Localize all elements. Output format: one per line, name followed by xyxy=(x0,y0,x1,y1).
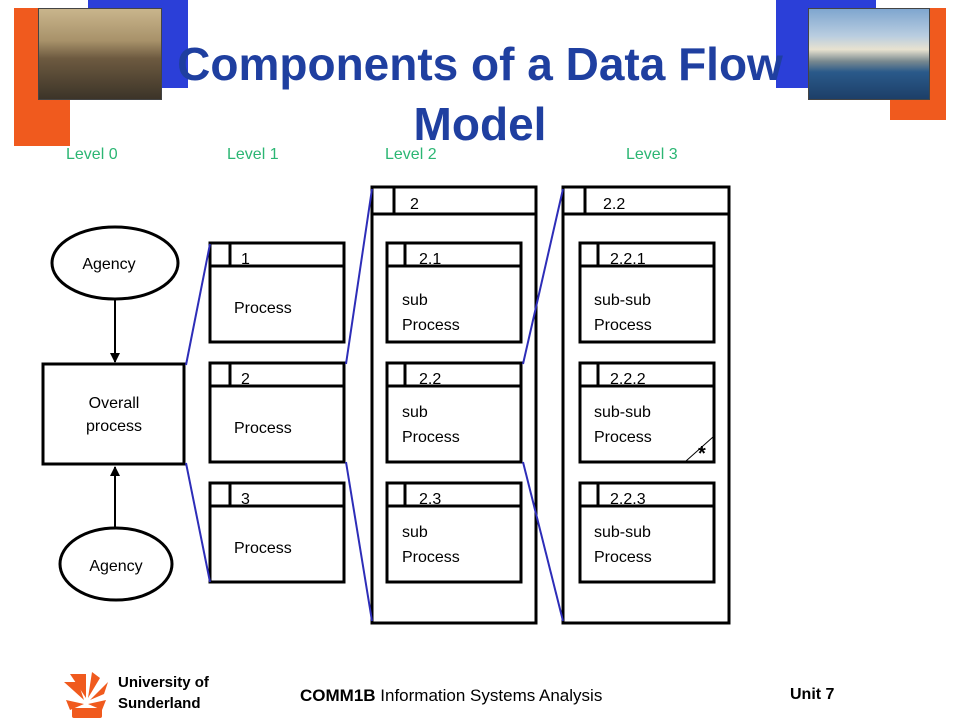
university-line-2: Sunderland xyxy=(118,695,201,712)
course-title: COMM1B Information Systems Analysis xyxy=(300,686,602,706)
connector-l1-l2-bottom xyxy=(345,461,373,622)
level-1-group: 1 Process 2 Process 3 Process xyxy=(208,241,346,584)
process-label-line1: sub xyxy=(402,524,428,541)
process-box: 2.2.3 sub-sub Process xyxy=(578,481,716,584)
process-id: 2.2 xyxy=(419,371,441,388)
agency-bottom-label: Agency xyxy=(89,558,142,575)
level-3-frame xyxy=(561,185,731,625)
overall-process-line1: Overall xyxy=(89,395,140,412)
process-label: Process xyxy=(234,420,292,437)
photo-left xyxy=(38,8,162,100)
process-id: 2.3 xyxy=(419,491,441,508)
expansion-connectors xyxy=(185,188,564,622)
slide-title: Components of a Data Flow Model xyxy=(0,34,960,154)
process-label-line2: Process xyxy=(402,317,460,334)
overall-process-box xyxy=(41,362,186,466)
course-name: Information Systems Analysis xyxy=(375,686,603,705)
process-label-line1: sub xyxy=(402,404,428,421)
bottom-level-slash xyxy=(685,436,714,462)
university-name: University of Sunderland xyxy=(118,672,209,714)
process-label-line2: Process xyxy=(402,429,460,446)
process-id: 2.2.3 xyxy=(610,491,646,508)
agency-bottom-shape xyxy=(58,526,174,602)
level-2-label: Level 2 xyxy=(385,146,437,163)
level-3-label: Level 3 xyxy=(626,146,678,163)
level-2-frame xyxy=(370,185,538,625)
process-label-line1: sub-sub xyxy=(594,404,651,421)
title-line-2: Model xyxy=(413,98,547,150)
process-box: 2.1 sub Process xyxy=(385,241,523,344)
process-box: 2.2.2 sub-sub Process * xyxy=(578,361,716,465)
overall-process-line2: process xyxy=(86,418,142,435)
process-label-line2: Process xyxy=(594,317,652,334)
level-2-frame-id: 2 xyxy=(410,196,419,213)
level-3-group: 2.2 2.2.1 sub-sub Process 2.2.2 sub-sub … xyxy=(561,185,731,625)
level-2-group: 2 2.1 sub Process 2.2 sub Process 2.3 su… xyxy=(370,185,538,625)
process-label-line2: Process xyxy=(402,549,460,566)
process-label-line2: Process xyxy=(594,549,652,566)
process-box: 3 Process xyxy=(208,481,346,584)
level-0-group: Agency Overall process Agency xyxy=(41,225,186,602)
process-id: 2 xyxy=(241,371,250,388)
process-label-line1: sub xyxy=(402,292,428,309)
process-id: 2.2.2 xyxy=(610,371,646,388)
agency-top-label: Agency xyxy=(82,256,135,273)
unit-label: Unit 7 xyxy=(790,686,835,703)
process-label: Process xyxy=(234,300,292,317)
process-box: 2.2.1 sub-sub Process xyxy=(578,241,716,344)
process-label-line1: sub-sub xyxy=(594,292,651,309)
connector-l2-l3-top xyxy=(522,188,564,365)
level-1-label: Level 1 xyxy=(227,146,279,163)
process-id: 2.2.1 xyxy=(610,251,646,268)
connector-l1-l2-top xyxy=(345,188,373,365)
process-box: 2.2 sub Process xyxy=(385,361,523,464)
level-3-frame-id: 2.2 xyxy=(603,196,625,213)
photo-right xyxy=(808,8,930,100)
process-label-line2: Process xyxy=(594,429,652,446)
process-box: 2.3 sub Process xyxy=(385,481,523,584)
process-label: Process xyxy=(234,540,292,557)
connector-l0-l1-bottom xyxy=(185,462,211,583)
title-line-1: Components of a Data Flow xyxy=(177,38,783,90)
connector-l2-l3-bottom xyxy=(522,461,564,622)
course-code: COMM1B xyxy=(300,686,376,705)
university-line-1: University of xyxy=(118,674,209,691)
process-box: 1 Process xyxy=(208,241,346,344)
process-box: 2 Process xyxy=(208,361,346,464)
agency-top-shape xyxy=(50,225,180,301)
process-label-line1: sub-sub xyxy=(594,524,651,541)
process-id: 1 xyxy=(241,251,250,268)
connector-l0-l1-top xyxy=(185,243,211,366)
process-id: 3 xyxy=(241,491,250,508)
university-logo xyxy=(64,672,108,718)
bottom-level-marker: * xyxy=(698,443,706,465)
process-id: 2.1 xyxy=(419,251,441,268)
level-0-label: Level 0 xyxy=(66,146,118,163)
